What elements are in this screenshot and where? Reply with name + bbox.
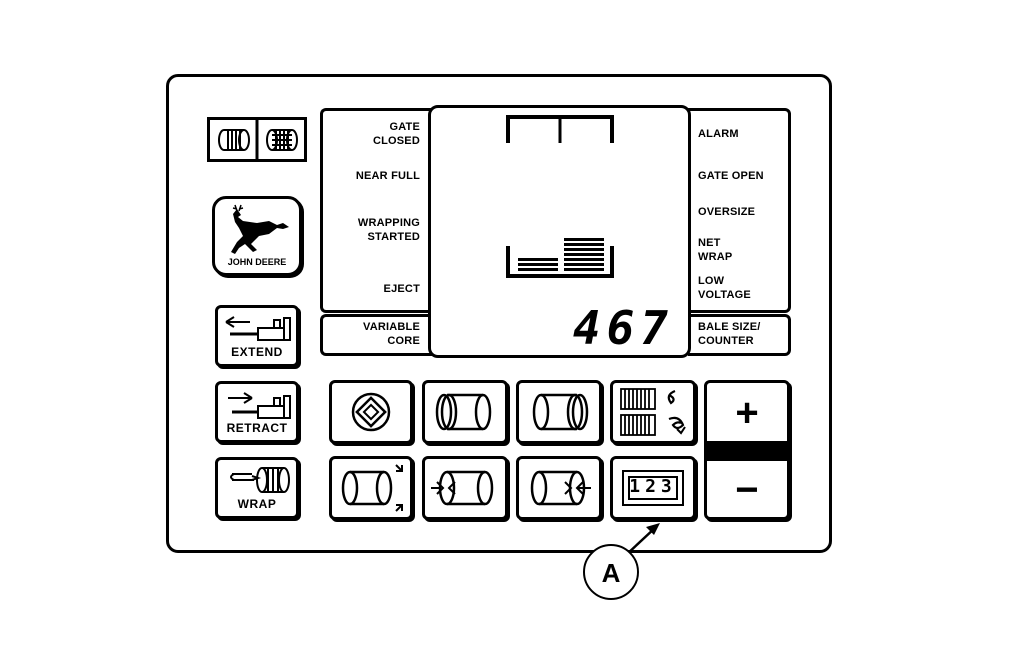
bale-chamber-icon — [506, 238, 614, 278]
display-right-lower-frame — [688, 314, 791, 356]
display-right-labels-frame — [688, 108, 791, 313]
label-near-full: NEAR FULL — [355, 170, 420, 182]
bale-size-icon — [341, 464, 403, 512]
plus-label: + — [735, 391, 759, 435]
bale-right-button[interactable] — [516, 380, 602, 444]
bale-indicator-icon — [207, 117, 307, 162]
label-wrapping-started: WRAPPING STARTED — [357, 217, 420, 243]
label-net-wrap: NET WRAP — [698, 237, 733, 263]
counter-button[interactable]: 123 — [610, 456, 696, 520]
bale-left-arrows-icon — [431, 470, 494, 506]
label-low-voltage: LOW VOLTAGE — [698, 275, 751, 301]
bale-left-icon — [435, 393, 492, 431]
wrap-label: WRAP — [237, 497, 277, 511]
bale-left-button[interactable] — [422, 380, 508, 444]
plus-button[interactable]: + — [704, 380, 790, 444]
retract-cylinder-icon — [228, 392, 291, 419]
diamond-button[interactable] — [329, 380, 413, 444]
extend-cylinder-icon — [225, 316, 291, 341]
label-variable-core: VARIABLE CORE — [362, 321, 420, 347]
counter-display-icon: 123 — [622, 470, 684, 506]
bale-rotate-button[interactable] — [610, 380, 696, 444]
extend-button[interactable]: EXTEND — [215, 305, 299, 367]
bale-size-button[interactable] — [329, 456, 413, 520]
lcd-screen: 467 — [428, 105, 691, 358]
minus-label: − — [735, 468, 759, 512]
label-gate-closed: GATE CLOSED — [372, 121, 420, 147]
display-left-labels-frame — [320, 108, 432, 313]
bale-left-arrows-button[interactable] — [422, 456, 508, 520]
label-eject: EJECT — [383, 283, 420, 295]
diamond-target-icon — [351, 392, 391, 432]
callout-label: A — [601, 558, 621, 588]
deer-logo-icon — [231, 204, 289, 254]
extend-label: EXTEND — [231, 345, 283, 359]
bale-right-arrows-button[interactable] — [516, 456, 602, 520]
callout-arrow — [625, 523, 660, 556]
bale-rotate-icon — [620, 388, 686, 436]
lcd-readout: 467 — [572, 301, 674, 355]
retract-button[interactable]: RETRACT — [215, 381, 299, 443]
bale-right-icon — [532, 393, 589, 431]
label-gate-open: GATE OPEN — [698, 170, 764, 182]
jd-logo-text: JOHN DEERE — [227, 257, 287, 267]
minus-button[interactable]: − — [704, 458, 790, 520]
label-bale-size-counter: BALE SIZE/ COUNTER — [698, 321, 761, 347]
display-left-lower-frame — [320, 314, 432, 356]
gate-icon — [506, 115, 614, 143]
wrap-button[interactable]: WRAP — [215, 457, 299, 519]
bale-right-arrows-icon — [530, 470, 591, 506]
control-panel — [166, 74, 832, 553]
retract-label: RETRACT — [226, 421, 288, 435]
label-oversize: OVERSIZE — [698, 206, 756, 218]
callout-a: A — [583, 544, 639, 600]
plus-minus-divider — [704, 444, 792, 460]
counter-digits: 123 — [629, 476, 677, 497]
label-alarm: ALARM — [698, 128, 739, 140]
wrap-bale-icon — [230, 467, 290, 493]
john-deere-logo-button[interactable]: JOHN DEERE — [212, 196, 302, 276]
